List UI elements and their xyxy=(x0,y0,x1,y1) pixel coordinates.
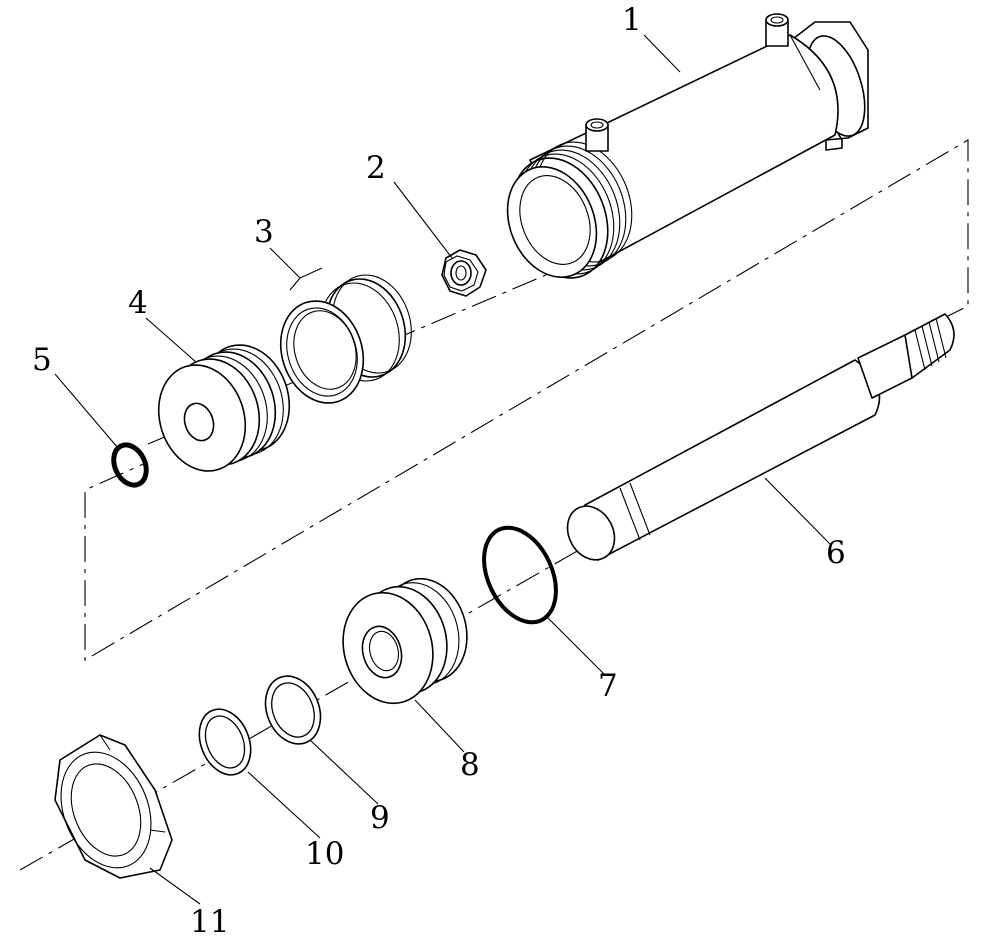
callout-4: 4 xyxy=(128,285,148,321)
callout-2: 2 xyxy=(366,150,386,186)
callout-10: 10 xyxy=(305,836,344,872)
callout-labels: 1 2 3 4 5 6 7 8 9 10 11 xyxy=(32,2,846,940)
leader-lines xyxy=(54,34,831,905)
cylinder-barrel xyxy=(506,13,869,279)
wiper-ring xyxy=(264,675,322,745)
callout-9: 9 xyxy=(370,800,390,836)
backup-ring xyxy=(198,708,252,776)
center-axis xyxy=(19,139,969,871)
callout-5: 5 xyxy=(32,342,52,378)
callout-6: 6 xyxy=(826,535,846,571)
callout-7: 7 xyxy=(598,668,618,704)
piston-seal xyxy=(279,274,412,404)
callout-1: 1 xyxy=(622,2,642,38)
gland-nut xyxy=(54,734,173,879)
callout-3: 3 xyxy=(254,214,274,250)
callout-11: 11 xyxy=(190,904,229,940)
small-o-ring xyxy=(111,442,149,488)
piston-rod xyxy=(566,313,955,561)
large-o-ring xyxy=(482,525,558,625)
hex-nut xyxy=(441,249,487,297)
gland xyxy=(342,577,468,705)
piston xyxy=(157,344,291,472)
callout-8: 8 xyxy=(460,747,480,783)
